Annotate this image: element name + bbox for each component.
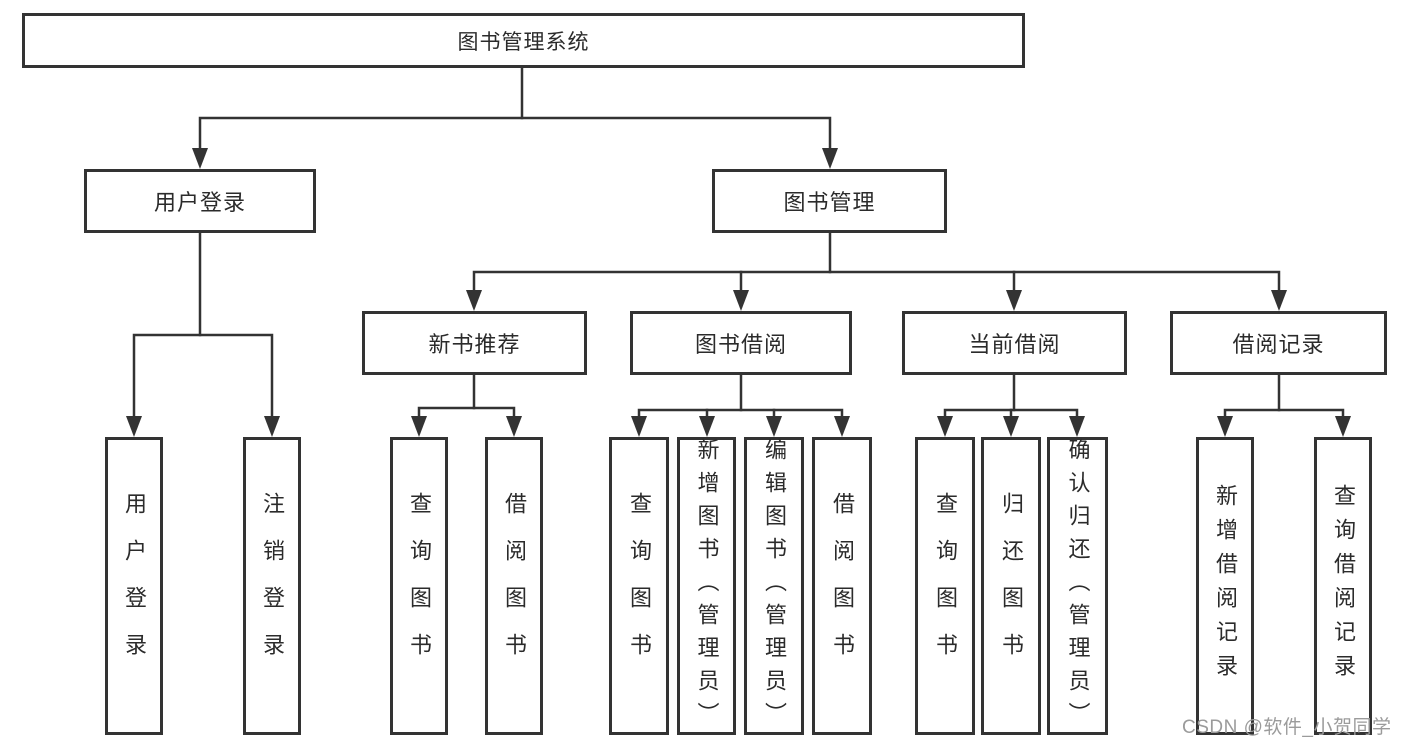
node-label: 新增借阅记录 — [1213, 484, 1238, 688]
node-book-borrowing: 图书借阅 — [630, 311, 852, 375]
node-borrowing-records: 借阅记录 — [1170, 311, 1387, 375]
node-confirm-return-admin: 确认归还（管理员） — [1047, 437, 1108, 735]
node-label: 借阅图书 — [830, 492, 855, 680]
node-label: 当前借阅 — [968, 332, 1061, 357]
node-label: 用户登录 — [153, 190, 246, 215]
node-add-books-admin: 新增图书（管理员） — [677, 437, 736, 735]
node-logout-leaf: 注销登录 — [243, 437, 301, 735]
node-label: 查询图书 — [407, 492, 432, 680]
node-label: 查询借阅记录 — [1331, 484, 1356, 688]
node-label: 确认归还（管理员） — [1065, 437, 1091, 735]
node-borrow-books-recommend: 借阅图书 — [485, 437, 543, 735]
watermark-csdn: CSDN @软件_小贺同学 — [1182, 717, 1392, 738]
node-label: 新增图书（管理员） — [694, 437, 720, 735]
node-query-books-current: 查询图书 — [915, 437, 975, 735]
node-label: 编辑图书（管理员） — [762, 437, 787, 735]
node-label: 图书管理 — [783, 190, 876, 215]
node-library-management-system: 图书管理系统 — [22, 13, 1025, 68]
node-label: 查询图书 — [627, 492, 652, 680]
node-label: 用户登录 — [122, 492, 147, 680]
node-borrow-books-borrow: 借阅图书 — [812, 437, 872, 735]
node-label: 借阅记录 — [1232, 332, 1325, 357]
node-new-book-recommendation: 新书推荐 — [362, 311, 587, 375]
node-query-books-borrow: 查询图书 — [609, 437, 669, 735]
arrowheads — [126, 148, 1351, 437]
node-return-books: 归还图书 — [981, 437, 1041, 735]
node-label: 新书推荐 — [428, 332, 521, 357]
node-label: 注销登录 — [260, 492, 285, 680]
node-query-books-recommend: 查询图书 — [390, 437, 448, 735]
node-user-login: 用户登录 — [84, 169, 316, 233]
node-add-borrow-record: 新增借阅记录 — [1196, 437, 1254, 735]
node-current-borrowing: 当前借阅 — [902, 311, 1127, 375]
node-label: 归还图书 — [999, 492, 1024, 680]
node-query-borrow-record: 查询借阅记录 — [1314, 437, 1372, 735]
node-label: 借阅图书 — [502, 492, 527, 680]
node-edit-books-admin: 编辑图书（管理员） — [744, 437, 804, 735]
node-label: 查询图书 — [933, 492, 958, 680]
node-book-management: 图书管理 — [712, 169, 947, 233]
node-label: 图书借阅 — [694, 332, 787, 357]
node-label: 图书管理系统 — [457, 30, 590, 54]
node-user-login-leaf: 用户登录 — [105, 437, 163, 735]
